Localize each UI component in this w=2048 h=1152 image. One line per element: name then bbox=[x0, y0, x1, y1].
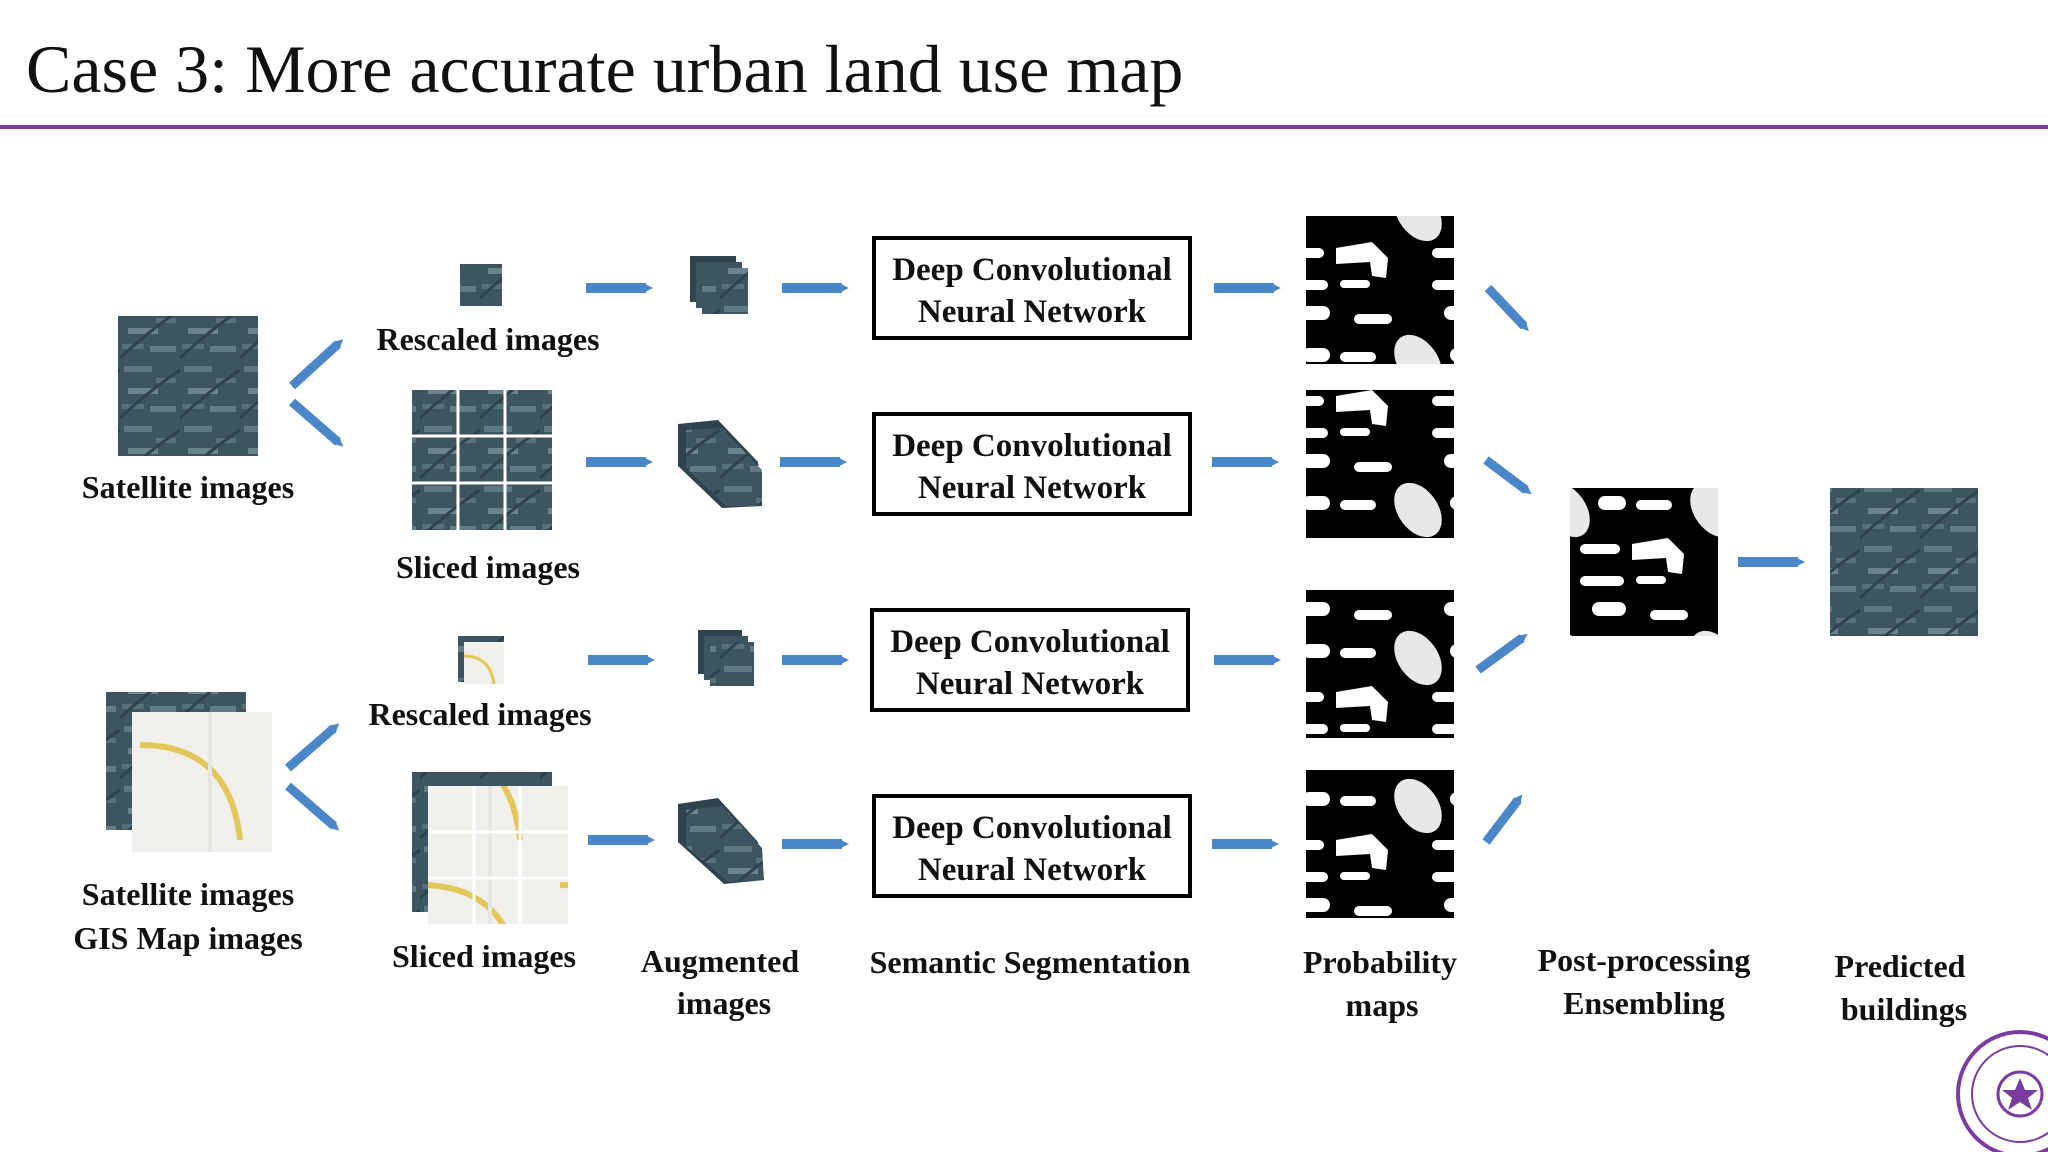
rescaled-image-1 bbox=[460, 264, 502, 306]
arrows-to-network bbox=[780, 283, 849, 849]
augmented-label-line1: Augmented bbox=[641, 943, 799, 979]
network-box-1: Deep Convolutional Neural Network bbox=[872, 236, 1192, 340]
arrows-to-probability bbox=[1212, 283, 1281, 849]
predicted-label-line2: buildings bbox=[1841, 991, 1967, 1027]
augmented-stack-1 bbox=[690, 256, 748, 314]
network-box-3-line2: Neural Network bbox=[916, 666, 1145, 702]
slide-title: Case 3: More accurate urban land use map bbox=[26, 31, 1184, 107]
augmented-stack-2 bbox=[678, 420, 762, 508]
title-divider bbox=[0, 125, 2048, 129]
sliced-image-1 bbox=[412, 390, 552, 530]
network-box-2: Deep Convolutional Neural Network bbox=[872, 412, 1192, 516]
probability-map-4 bbox=[1306, 770, 1454, 918]
predicted-label-line1: Predicted bbox=[1835, 948, 1966, 984]
rescaled-image-2 bbox=[458, 636, 504, 685]
tsinghua-seal-logo bbox=[1956, 1030, 2048, 1152]
network-box-4-line2: Neural Network bbox=[918, 852, 1147, 888]
split-arrows bbox=[285, 339, 344, 831]
probability-label-line2: maps bbox=[1346, 987, 1419, 1023]
network-box-3-line1: Deep Convolutional bbox=[890, 624, 1170, 660]
network-box-4-line1: Deep Convolutional bbox=[892, 810, 1172, 846]
augmented-label-line2: images bbox=[677, 985, 771, 1021]
ensembled-map bbox=[1570, 488, 1718, 636]
satellite-gis-label-line1: Satellite images bbox=[82, 876, 294, 912]
arrow-to-sliced-2 bbox=[285, 782, 340, 831]
sliced-label-1: Sliced images bbox=[396, 549, 580, 585]
network-box-2-line1: Deep Convolutional bbox=[892, 428, 1172, 464]
arrow-to-rescaled-2 bbox=[285, 723, 340, 772]
sliced-image-2 bbox=[412, 772, 568, 924]
rescaled-label-1: Rescaled images bbox=[376, 321, 599, 357]
arrow-to-rescaled-1 bbox=[288, 339, 344, 390]
satellite-gis-image-stack bbox=[106, 692, 272, 852]
probability-map-2 bbox=[1306, 390, 1454, 538]
arrows-to-augmented bbox=[586, 283, 655, 845]
post-processing-label-line1: Post-processing bbox=[1538, 942, 1751, 978]
probability-map-3 bbox=[1306, 590, 1454, 738]
network-box-4: Deep Convolutional Neural Network bbox=[872, 794, 1192, 898]
sliced-label-2: Sliced images bbox=[392, 938, 576, 974]
probability-map-1 bbox=[1306, 216, 1454, 364]
ensemble-arrows bbox=[1475, 284, 1532, 845]
probability-label-line1: Probability bbox=[1303, 944, 1457, 980]
network-box-1-line1: Deep Convolutional bbox=[892, 252, 1172, 288]
arrow-to-sliced-1 bbox=[289, 398, 344, 447]
satellite-gis-label-line2: GIS Map images bbox=[73, 920, 302, 956]
rescaled-label-2: Rescaled images bbox=[368, 696, 591, 732]
network-box-2-line2: Neural Network bbox=[918, 470, 1147, 506]
augmented-stack-4 bbox=[678, 798, 764, 884]
gis-map-image-front bbox=[132, 712, 272, 852]
satellite-label: Satellite images bbox=[82, 469, 294, 505]
satellite-image bbox=[118, 316, 258, 456]
augmented-stack-3 bbox=[698, 630, 754, 686]
network-box-1-line2: Neural Network bbox=[918, 294, 1147, 330]
post-processing-label-line2: Ensembling bbox=[1563, 985, 1725, 1021]
predicted-buildings-image bbox=[1830, 488, 1978, 636]
semantic-segmentation-label: Semantic Segmentation bbox=[870, 944, 1191, 980]
network-box-3: Deep Convolutional Neural Network bbox=[870, 608, 1190, 712]
